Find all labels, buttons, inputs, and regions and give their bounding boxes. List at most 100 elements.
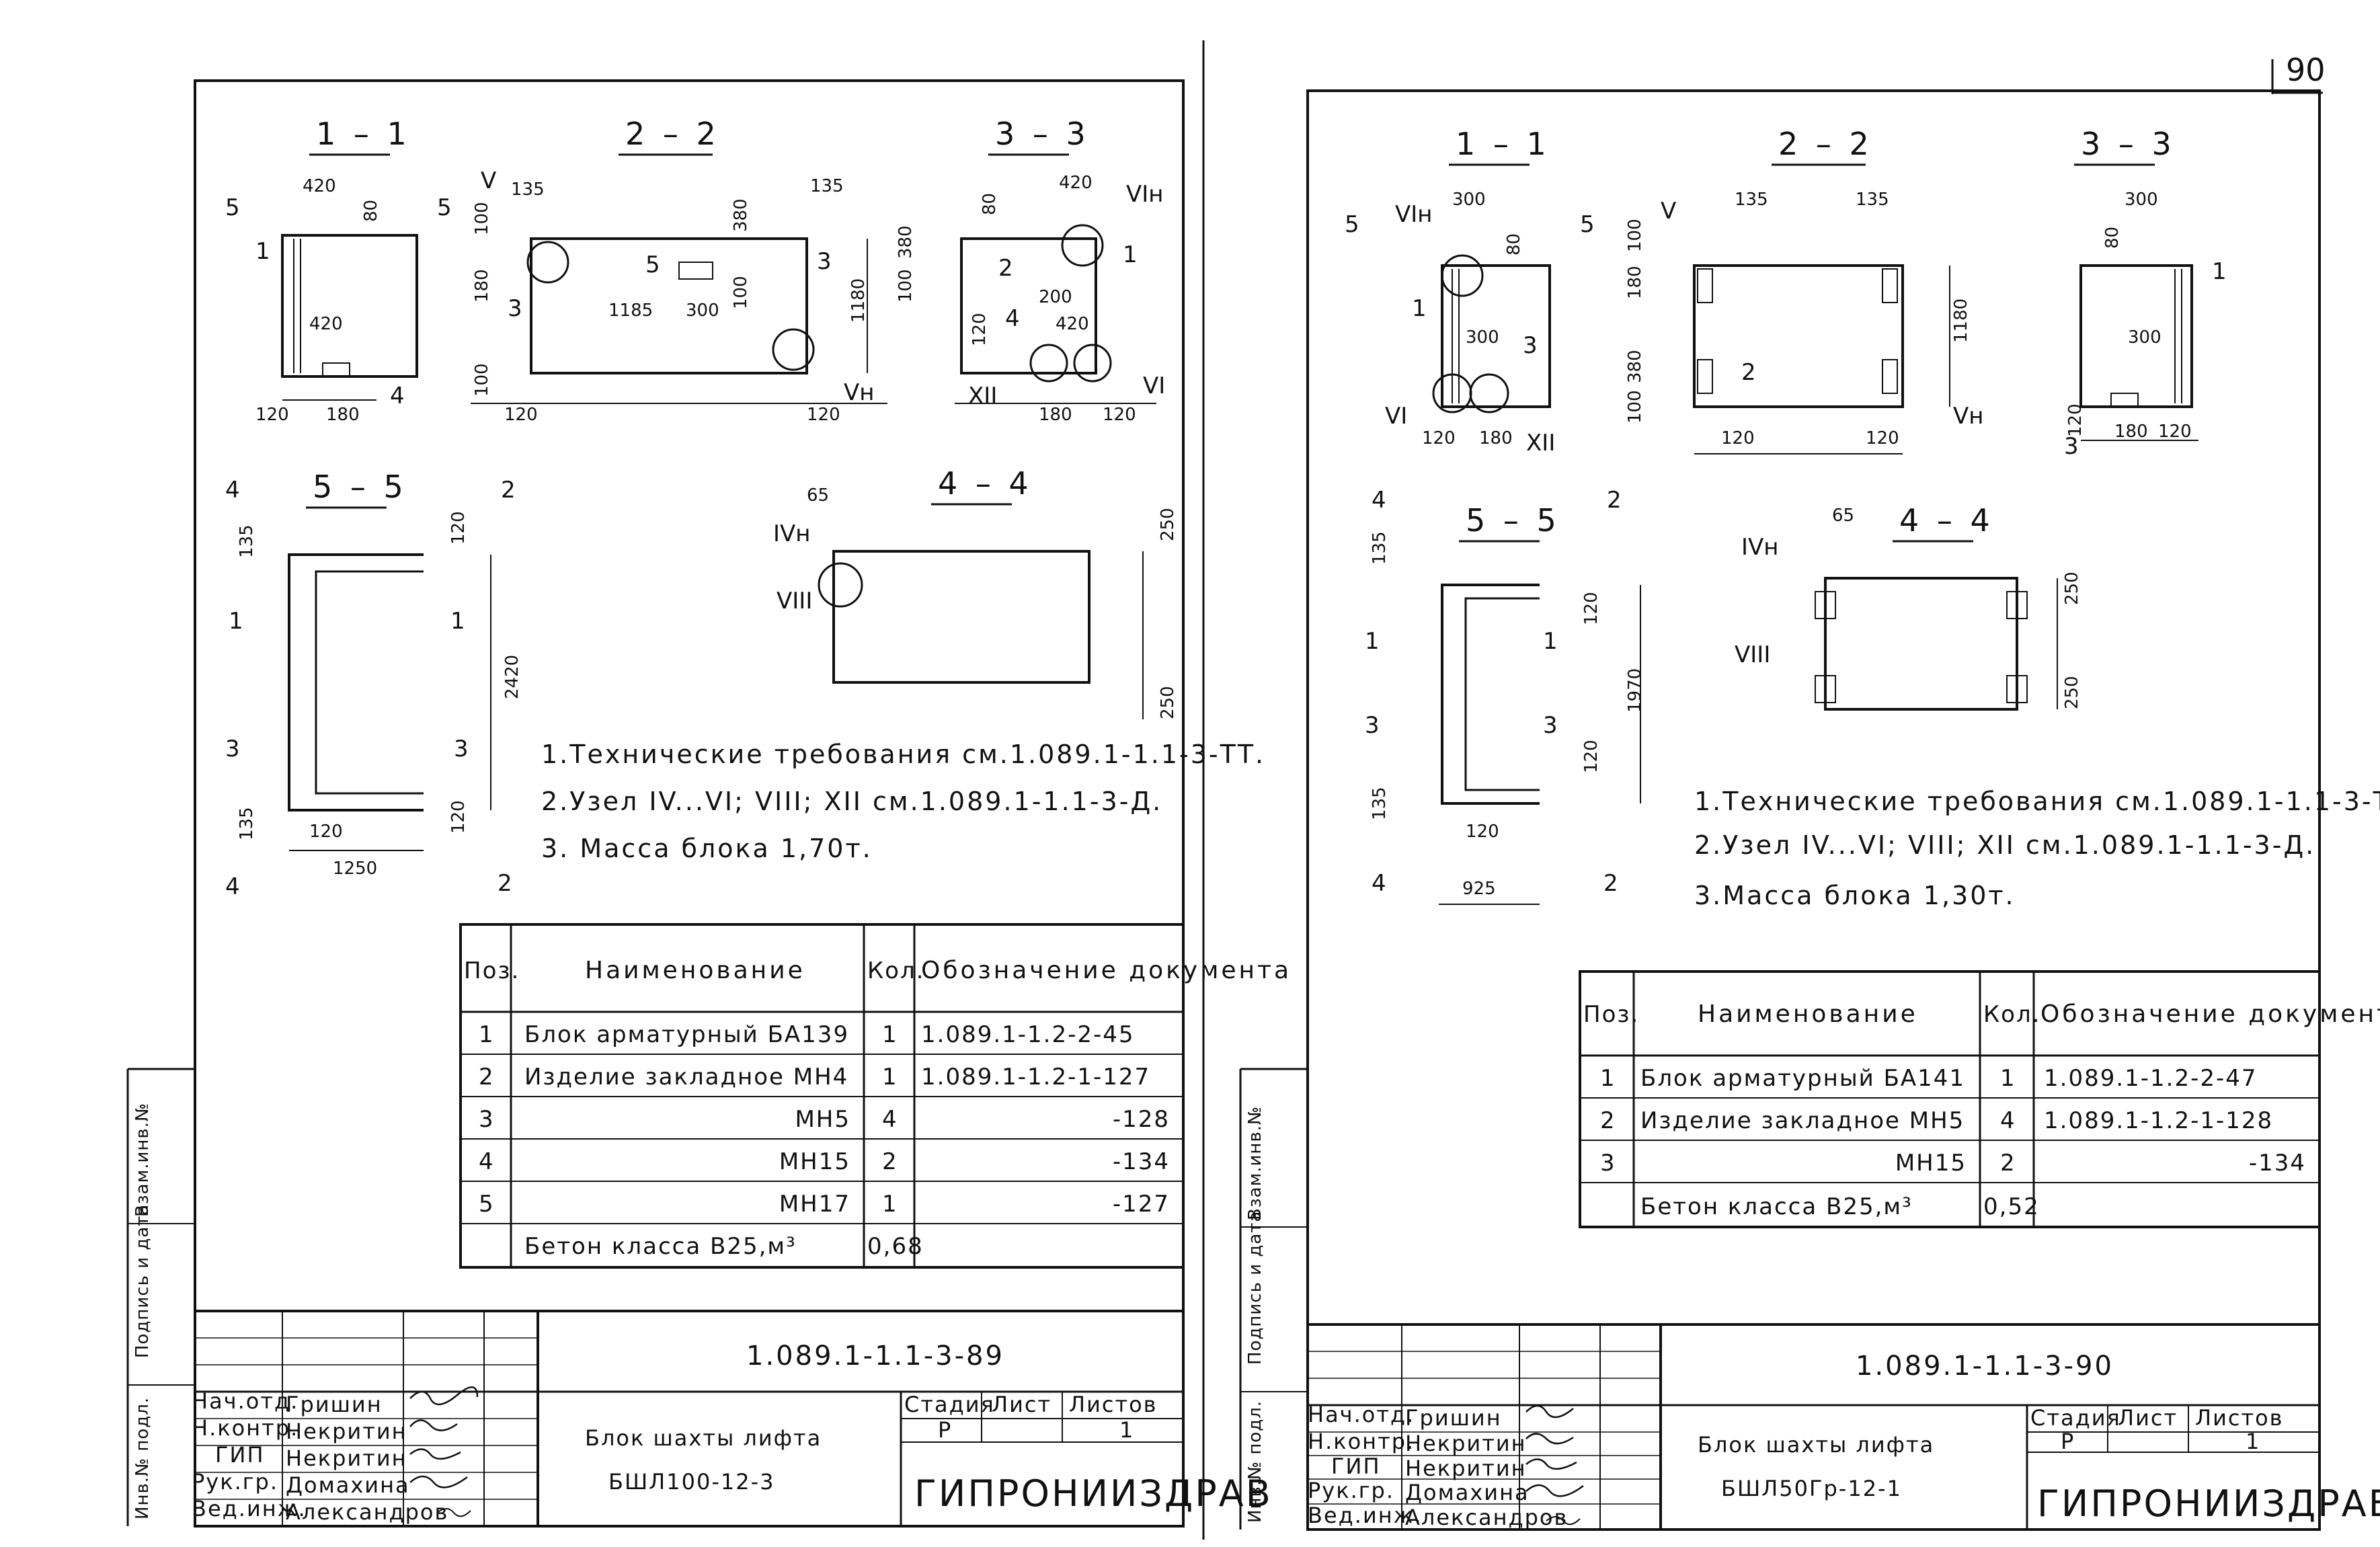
dim-label: 120 — [1422, 428, 1456, 448]
spec-table: Поз. Наименование Кол. Обозначение докум… — [459, 923, 1292, 1269]
dim-label: 300 — [2125, 190, 2158, 210]
dim-label: 300 — [2128, 327, 2161, 348]
dim-label: 135 — [810, 176, 844, 196]
cell-qty: 1 — [2000, 1065, 2016, 1092]
cell-pos: 3 — [1600, 1150, 1616, 1177]
staff-role: Нач.отд. — [1308, 1402, 1415, 1427]
section-title: 4 – 4 — [938, 465, 1033, 502]
part-number: 1 — [1412, 295, 1427, 322]
note-line: 3. Масса блока 1,70т. — [541, 834, 873, 863]
dim-label: 120 — [504, 405, 538, 425]
section-title: 4 – 4 — [1899, 502, 1994, 539]
node-marker: VIн — [1126, 181, 1164, 208]
view-4-4: 65 250 250 IVн VIII — [773, 485, 1178, 719]
view-5-5: 135 120 1970 120 135 120 925 4 2 1 1 3 3… — [1365, 487, 1645, 905]
dim-label: 180 — [326, 405, 360, 425]
cell-name: Блок арматурный БА141 — [1640, 1065, 1965, 1092]
dim-label: 120 — [255, 405, 289, 425]
node-marker: Vн — [844, 379, 875, 406]
dim-label: 120 — [309, 822, 343, 842]
sheet-header: Лист — [2118, 1405, 2178, 1431]
table-header: Обозначение документа — [2040, 1000, 2380, 1028]
node-marker: V — [481, 167, 496, 194]
signature-icon — [409, 1419, 458, 1431]
sheets-header: Листов — [2195, 1405, 2284, 1431]
dim-label: 135 — [1370, 531, 1390, 565]
note-line: 1.Технические требования см.1.089.1-1.1-… — [1694, 787, 2380, 816]
cell-name: МН5 — [795, 1106, 850, 1133]
cell-doc: 1.089.1-1.2-2-47 — [2044, 1065, 2258, 1092]
dim-label: 380 — [1625, 350, 1645, 383]
cell-name: Бетон класса В25,м³ — [524, 1233, 797, 1260]
cell-pos: 1 — [479, 1021, 495, 1048]
drawing-title: Блок шахты лифта — [1698, 1432, 1934, 1458]
dim-label: 120 — [1866, 428, 1899, 448]
dim-label: 100 — [472, 363, 492, 397]
note-line: 2.Узел IV...VI; VIII; XII см.1.089.1-1.1… — [541, 787, 1162, 816]
part-number: 3 — [508, 295, 522, 322]
table-header: Обозначение документа — [921, 957, 1292, 984]
part-number: 3 — [2064, 433, 2079, 460]
view-4-4: 65 250 250 IVн VIII — [1735, 506, 2082, 711]
cell-name: Изделие закладное МН4 — [524, 1064, 848, 1090]
staff-role: Н.контр. — [1308, 1429, 1415, 1454]
section-title: 1 – 1 — [316, 116, 411, 152]
part-number: 1 — [255, 238, 270, 265]
cell-qty: 0,68 — [867, 1233, 924, 1260]
view-2-2: 135 135 100 180 100 380 1180 120 120 V V… — [1625, 190, 1984, 454]
organization: ГИПРОНИИЗДРАВ — [2037, 1482, 2380, 1525]
section-marker: 3 — [1543, 712, 1558, 739]
dim-label: 135 — [1735, 190, 1768, 210]
staff-role: ГИП — [215, 1442, 265, 1468]
dim-label: 120 — [1466, 822, 1499, 842]
dim-label: 420 — [303, 176, 336, 196]
view-2-2: 135 135 100 180 100 380 100 1185 300 118… — [471, 167, 887, 425]
part-number: 1 — [2212, 258, 2227, 285]
drawing-mark: БШЛ50Гр-12-1 — [1721, 1476, 1902, 1501]
side-label: Подпись и дата — [132, 1204, 153, 1358]
cell-doc: -128 — [1113, 1106, 1170, 1133]
signature-icon — [1525, 1484, 1584, 1497]
section-title: 3 – 3 — [995, 116, 1090, 152]
dim-label: 120 — [1721, 428, 1755, 448]
signature-icon — [1525, 1404, 1574, 1418]
staff-name: Александров — [286, 1499, 448, 1525]
signature-icon — [436, 1508, 471, 1517]
dim-label: 420 — [1056, 314, 1089, 334]
section-title: 2 – 2 — [1778, 126, 1873, 162]
view-3-3: 80 420 380 100 200 120 420 180 120 VIн V… — [896, 173, 1165, 425]
dim-label: 1970 — [1625, 668, 1645, 713]
node-marker: VIII — [1735, 641, 1770, 668]
cell-pos: 2 — [1600, 1107, 1616, 1134]
section-title: 2 – 2 — [625, 116, 720, 152]
dim-label: 1250 — [333, 859, 377, 879]
section-marker: 4 — [225, 873, 240, 900]
dim-label: 80 — [980, 193, 1000, 215]
title-block: 1.089.1-1.1-3-90 Блок шахты лифта БШЛ50Г… — [1240, 1106, 2380, 1530]
sheets-value: 1 — [1119, 1417, 1134, 1443]
staff-name: Домахина — [286, 1472, 410, 1498]
cell-qty: 4 — [882, 1106, 898, 1133]
node-marker: IVн — [773, 520, 811, 547]
cell-pos: 2 — [479, 1064, 495, 1090]
signature-icon — [1546, 1516, 1581, 1525]
node-marker: VI — [1143, 372, 1165, 399]
cell-doc: -127 — [1113, 1191, 1170, 1218]
section-marker: 2 — [1607, 487, 1622, 514]
section-marker: 1 — [1543, 628, 1558, 655]
staff-role: Нач.отд. — [192, 1388, 299, 1414]
section-marker: 1 — [229, 608, 243, 635]
dim-label: 135 — [1370, 787, 1390, 820]
part-number: 5 — [645, 251, 660, 278]
section-title: 1 – 1 — [1456, 126, 1550, 162]
stage-header: Стадия — [904, 1392, 995, 1417]
stage-header: Стадия — [2030, 1405, 2121, 1431]
cell-name: МН17 — [779, 1191, 850, 1218]
table-header: Кол. — [1983, 1001, 2040, 1028]
table-header: Наименование — [1698, 1000, 1918, 1028]
sheet-left: 1 – 1 2 – 2 3 – 3 5 – 5 4 – 4 420 80 420… — [126, 79, 1292, 1528]
cell-name: Блок арматурный БА139 — [524, 1021, 849, 1048]
staff-name: Гришин — [1405, 1405, 1502, 1431]
cell-name: Изделие закладное МН5 — [1640, 1107, 1965, 1134]
